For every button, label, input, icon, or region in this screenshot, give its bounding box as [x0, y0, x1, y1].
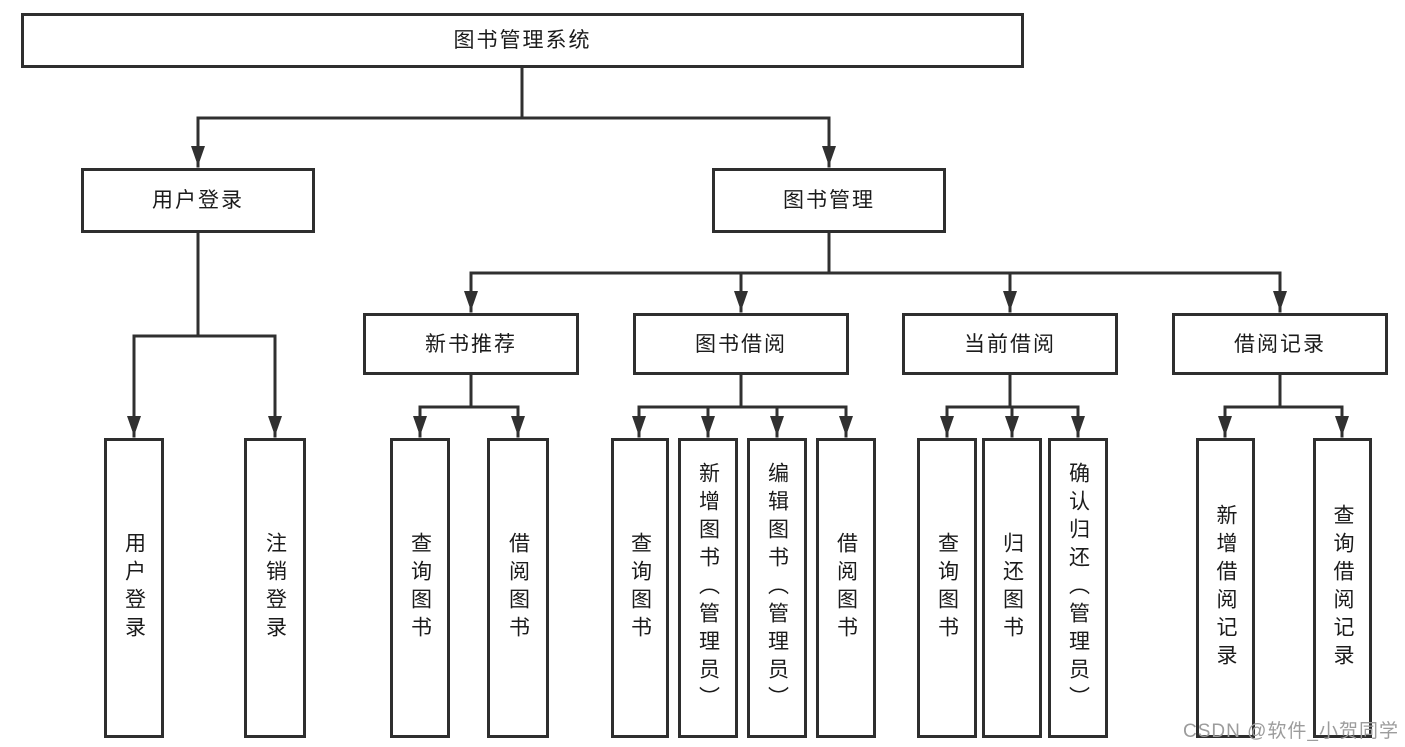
leaf-recommend-borrow-books: 借阅图书	[487, 438, 549, 738]
connector-currentborrow-to-leaves	[940, 373, 1085, 438]
node-current-borrowing: 当前借阅	[902, 313, 1118, 375]
node-borrowing-records: 借阅记录	[1172, 313, 1388, 375]
leaf-add-books-admin: 新增图书（管理员）	[678, 438, 738, 738]
connector-userlogin-to-leaves	[127, 231, 282, 438]
leaf-user-login: 用户登录	[104, 438, 164, 738]
node-book-management: 图书管理	[712, 168, 946, 233]
leaf-edit-books-admin: 编辑图书（管理员）	[747, 438, 807, 738]
connector-bookmgmt-to-level3	[464, 231, 1287, 313]
node-user-login: 用户登录	[81, 168, 315, 233]
leaf-recommend-query-books: 查询图书	[390, 438, 450, 738]
leaf-add-borrow-record: 新增借阅记录	[1196, 438, 1255, 738]
connector-borrowrecord-to-leaves	[1218, 373, 1349, 438]
leaf-borrowing-query-books: 查询图书	[611, 438, 669, 738]
node-library-management-system: 图书管理系统	[21, 13, 1024, 68]
leaf-current-query-books: 查询图书	[917, 438, 977, 738]
leaf-return-books: 归还图书	[982, 438, 1042, 738]
connector-newbook-to-leaves	[413, 373, 525, 438]
leaf-confirm-return-admin: 确认归还（管理员）	[1048, 438, 1108, 738]
node-book-borrowing: 图书借阅	[633, 313, 849, 375]
leaf-logout-login: 注销登录	[244, 438, 306, 738]
leaf-query-borrow-record: 查询借阅记录	[1313, 438, 1372, 738]
leaf-borrow-books: 借阅图书	[816, 438, 876, 738]
csdn-watermark: CSDN @软件_小贺同学	[1183, 721, 1399, 742]
connector-bookborrow-to-leaves	[632, 373, 853, 438]
connector-root-to-level2	[191, 66, 836, 168]
node-new-book-recommend: 新书推荐	[363, 313, 579, 375]
